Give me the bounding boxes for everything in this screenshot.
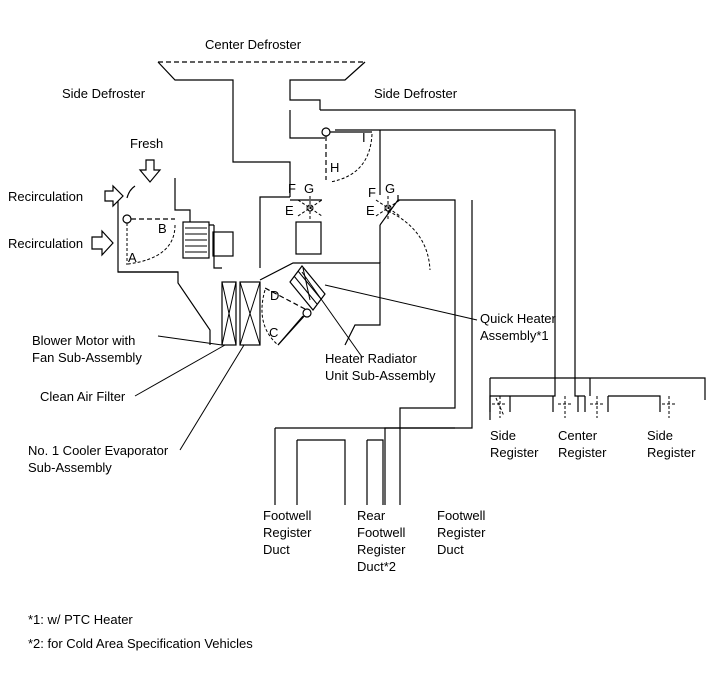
side-register-left-label: Side Register bbox=[490, 428, 539, 460]
quick-heater-label: Quick Heater Assembly*1 bbox=[480, 311, 560, 343]
center-register-line-2: Register bbox=[558, 445, 607, 460]
recirculation-label-upper: Recirculation bbox=[8, 189, 83, 204]
blower-motor-line-2: Fan Sub-Assembly bbox=[32, 350, 142, 365]
footwell-left-line-3: Duct bbox=[263, 542, 290, 557]
damper-label-f-right: F bbox=[368, 185, 376, 200]
quick-heater-line-1: Quick Heater bbox=[480, 311, 557, 326]
register-housing bbox=[489, 377, 661, 420]
damper-label-g-right: G bbox=[385, 181, 395, 196]
rear-footwell-label: Rear Footwell Register Duct*2 bbox=[357, 508, 409, 574]
leader-lines bbox=[134, 271, 478, 451]
damper-label-e-left: E bbox=[285, 203, 294, 218]
clean-air-filter bbox=[221, 281, 237, 346]
side-defroster-duct bbox=[289, 109, 706, 412]
evaporator-label: No. 1 Cooler Evaporator Sub-Assembly bbox=[28, 443, 172, 475]
side-defroster-label-left: Side Defroster bbox=[62, 86, 146, 101]
center-defroster-label: Center Defroster bbox=[205, 37, 302, 52]
damper-label-d: D bbox=[270, 288, 279, 303]
side-register-left-line-2: Register bbox=[490, 445, 539, 460]
recirculation-arrow-icon-upper bbox=[104, 184, 124, 208]
rear-footwell-line-2: Footwell bbox=[357, 525, 406, 540]
clean-air-filter-label: Clean Air Filter bbox=[40, 389, 126, 404]
damper-label-b: B bbox=[158, 221, 167, 236]
register-dampers bbox=[492, 396, 676, 418]
side-register-right-line-1: Side bbox=[647, 428, 673, 443]
blower-motor-label: Blower Motor with Fan Sub-Assembly bbox=[32, 333, 142, 365]
damper-h-i bbox=[321, 127, 373, 183]
damper-efg-right bbox=[375, 196, 431, 271]
footwell-left-line-2: Register bbox=[263, 525, 312, 540]
blower-motor bbox=[182, 221, 234, 259]
heater-radiator-line-2: Unit Sub-Assembly bbox=[325, 368, 436, 383]
footwell-left-label: Footwell Register Duct bbox=[263, 508, 315, 557]
footwell-right-line-2: Register bbox=[437, 525, 486, 540]
rear-footwell-line-4: Duct*2 bbox=[357, 559, 396, 574]
footnote-2: *2: for Cold Area Specification Vehicles bbox=[28, 636, 253, 651]
recirculation-arrow-icon-lower bbox=[91, 229, 114, 257]
side-register-left-line-1: Side bbox=[490, 428, 516, 443]
heater-radiator bbox=[289, 265, 326, 311]
fresh-label: Fresh bbox=[130, 136, 163, 151]
heater-radiator-line-1: Heater Radiator bbox=[325, 351, 417, 366]
quick-heater-line-2: Assembly*1 bbox=[480, 328, 549, 343]
damper-label-f-left: F bbox=[288, 181, 296, 196]
evaporator-line-1: No. 1 Cooler Evaporator bbox=[28, 443, 169, 458]
cooler-evaporator bbox=[239, 281, 261, 346]
fresh-arrow-icon bbox=[138, 159, 162, 183]
damper-label-e-right: E bbox=[366, 203, 375, 218]
center-register-line-1: Center bbox=[558, 428, 598, 443]
damper-efg-left bbox=[297, 196, 323, 220]
center-register-label: Center Register bbox=[558, 428, 607, 460]
side-register-right-line-2: Register bbox=[647, 445, 696, 460]
damper-c-d bbox=[261, 287, 312, 346]
recirculation-label-lower: Recirculation bbox=[8, 236, 83, 251]
center-defroster-outlet bbox=[157, 61, 366, 197]
intake-housing bbox=[117, 178, 214, 345]
footwell-left-line-1: Footwell bbox=[263, 508, 312, 523]
damper-label-a: A bbox=[128, 250, 137, 265]
side-defroster-label-right: Side Defroster bbox=[374, 86, 458, 101]
rear-footwell-line-3: Register bbox=[357, 542, 406, 557]
damper-label-g-left: G bbox=[304, 181, 314, 196]
damper-label-h: H bbox=[330, 160, 339, 175]
footwell-right-label: Footwell Register Duct bbox=[437, 508, 489, 557]
blower-motor-line-1: Blower Motor with bbox=[32, 333, 135, 348]
heater-radiator-label: Heater Radiator Unit Sub-Assembly bbox=[325, 351, 436, 383]
footnote-1: *1: w/ PTC Heater bbox=[28, 612, 133, 627]
side-register-right-label: Side Register bbox=[647, 428, 696, 460]
footwell-ducts bbox=[274, 427, 455, 505]
rear-footwell-line-1: Rear bbox=[357, 508, 386, 523]
damper-label-c: C bbox=[269, 325, 278, 340]
footwell-right-line-1: Footwell bbox=[437, 508, 486, 523]
damper-label-i: I bbox=[362, 130, 366, 145]
footwell-right-line-3: Duct bbox=[437, 542, 464, 557]
evaporator-line-2: Sub-Assembly bbox=[28, 460, 112, 475]
